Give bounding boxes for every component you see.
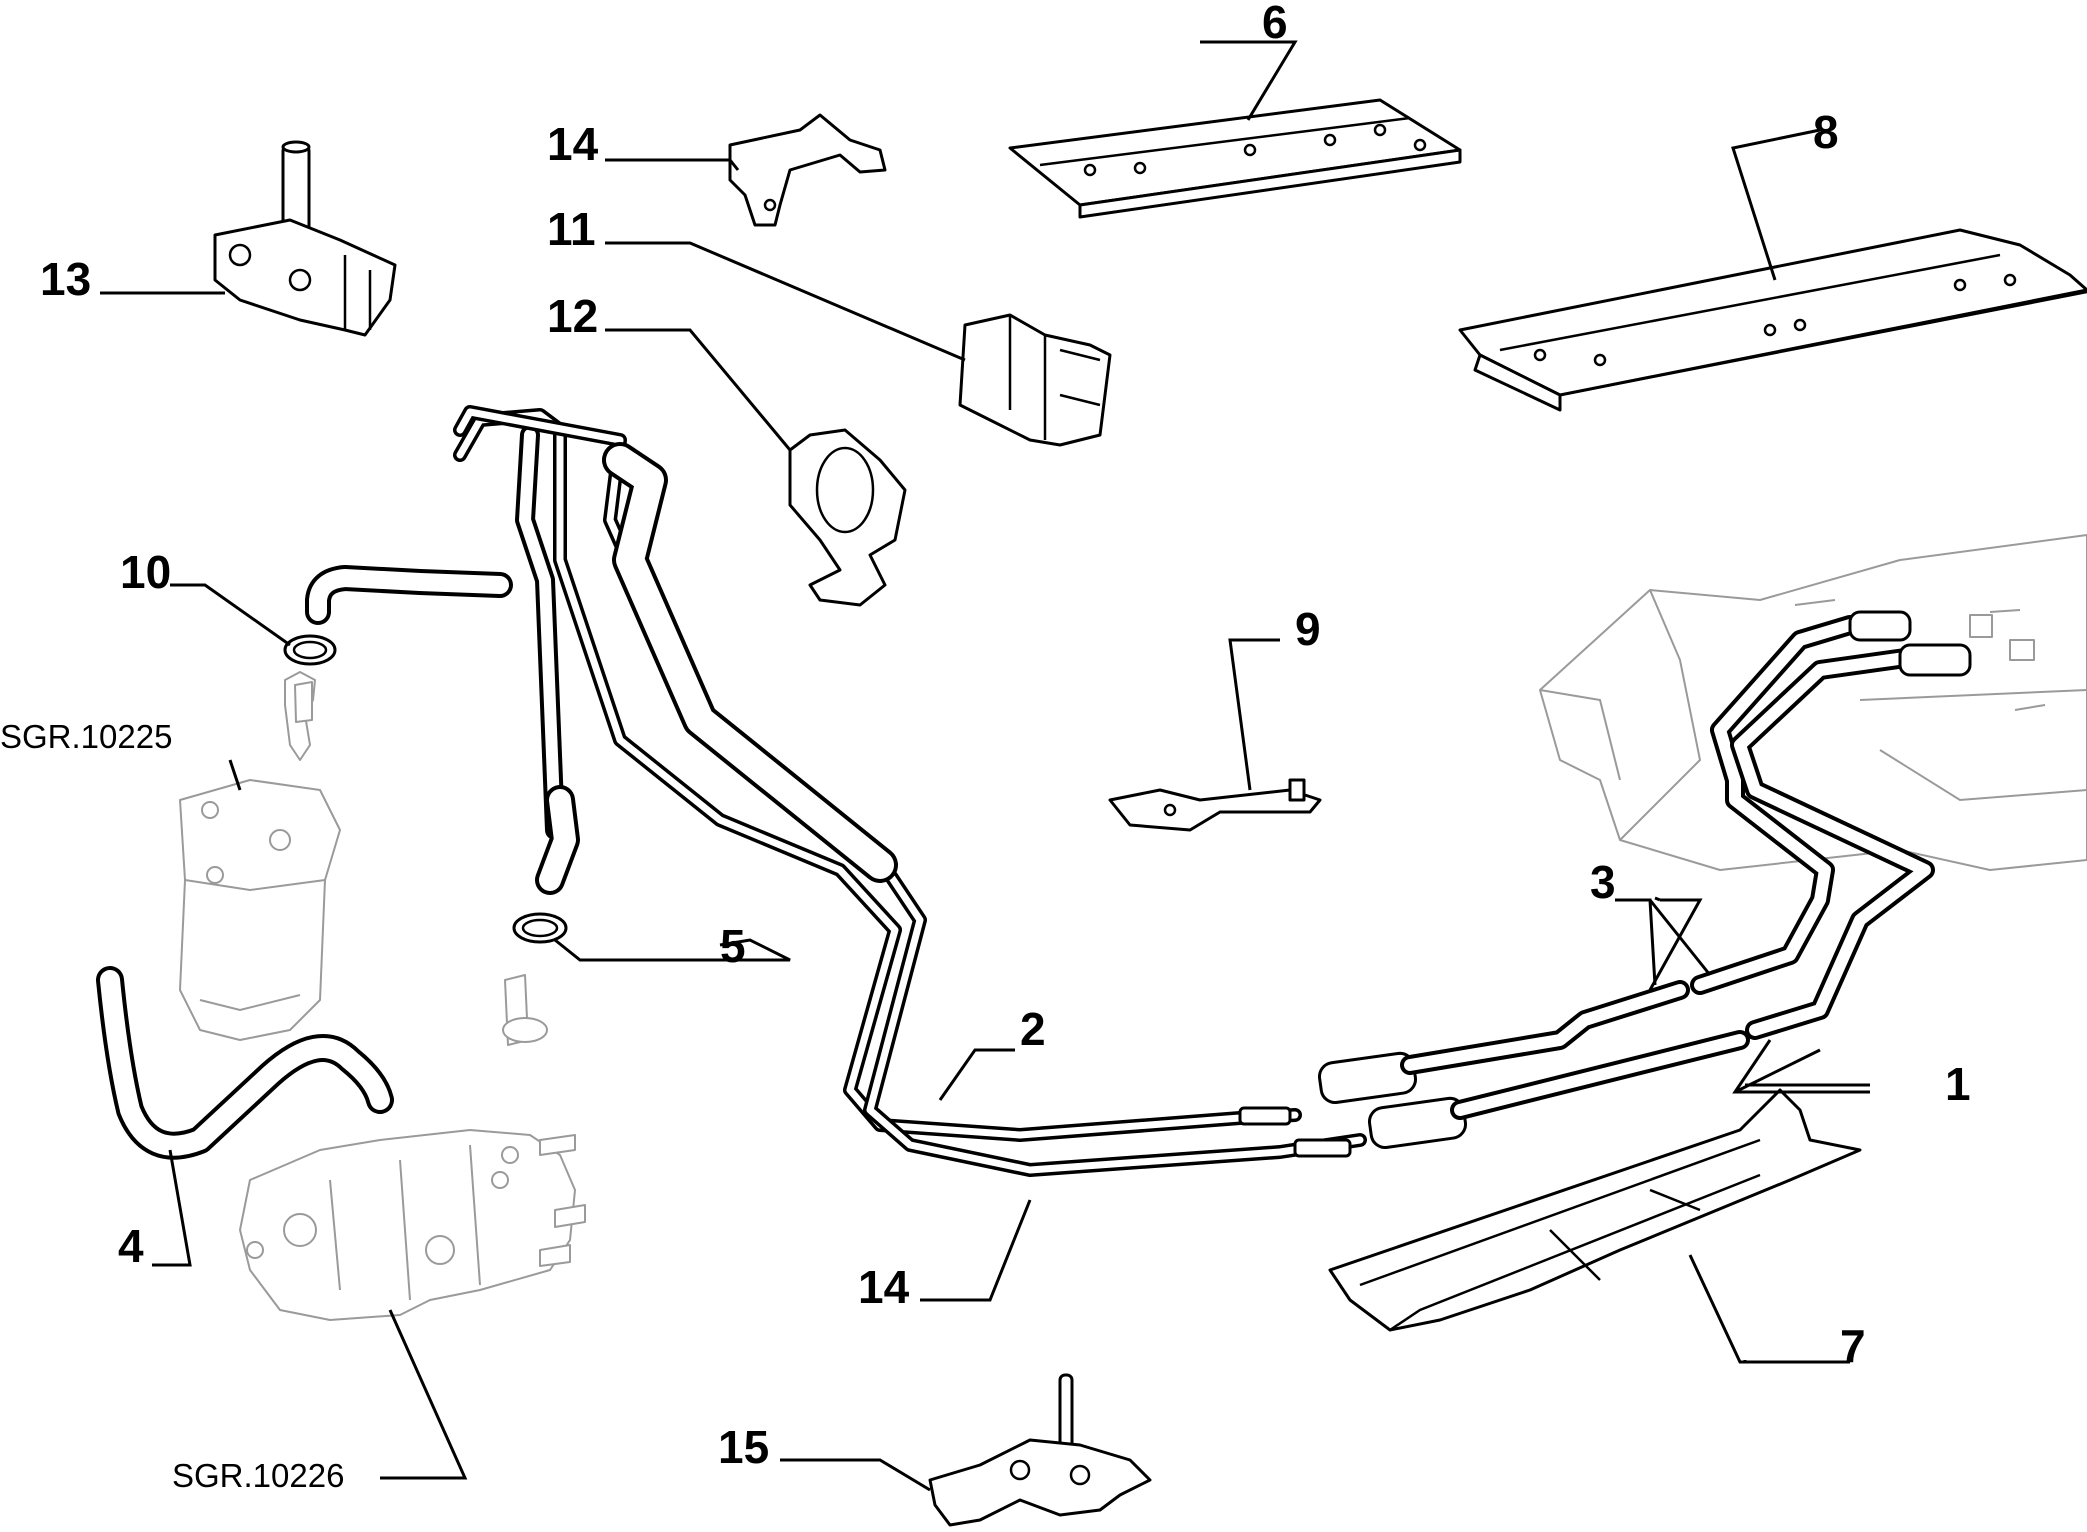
clip-11 [958, 313, 1112, 447]
callout-labels: 6 8 14 11 12 13 10 9 5 4 2 14 3 1 7 15 [40, 0, 1971, 1473]
hose-clamp-10 [283, 634, 337, 666]
bracket-9 [1108, 778, 1322, 832]
hose-clamp-5 [512, 912, 568, 944]
bracket-8 [1458, 228, 2087, 412]
reference-filter: SGR.10225 [0, 718, 172, 755]
callout-10: 10 [120, 546, 171, 598]
callout-7: 7 [1840, 1320, 1866, 1372]
callout-14-top: 14 [547, 118, 599, 170]
hose-4 [96, 966, 394, 1160]
callout-12: 12 [547, 290, 598, 342]
clip-13 [213, 140, 397, 337]
callout-1: 1 [1945, 1058, 1971, 1110]
bracket-7 [1328, 1088, 1862, 1332]
clip-15 [928, 1373, 1152, 1527]
pipe-assembly [453, 405, 1367, 1177]
leader-lines [100, 40, 1870, 1492]
bracket-6 [1008, 98, 1462, 219]
callout-2: 2 [1020, 1003, 1046, 1055]
tank-pipes [1317, 610, 1972, 1150]
clamp-12 [788, 428, 907, 607]
callout-4: 4 [118, 1220, 144, 1272]
callout-11: 11 [547, 203, 596, 255]
leader-lines-1-3 [1615, 898, 1870, 1094]
callout-13: 13 [40, 253, 91, 305]
callout-3: 3 [1590, 856, 1616, 908]
fuel-filter [179, 671, 341, 1041]
fuel-tank-outline [1539, 534, 2087, 871]
callout-15: 15 [718, 1421, 769, 1473]
callout-8: 8 [1813, 106, 1839, 158]
hose-5 [515, 425, 580, 895]
injection-pump [239, 1129, 586, 1321]
hose-10 [305, 565, 513, 625]
callout-5: 5 [720, 920, 746, 972]
callout-6: 6 [1262, 0, 1288, 48]
banjo-bolts [294, 681, 548, 1046]
clip-14-top [728, 113, 887, 227]
reference-pump: SGR.10226 [172, 1457, 344, 1494]
callout-14-bottom: 14 [858, 1261, 910, 1313]
callout-9: 9 [1295, 603, 1321, 655]
